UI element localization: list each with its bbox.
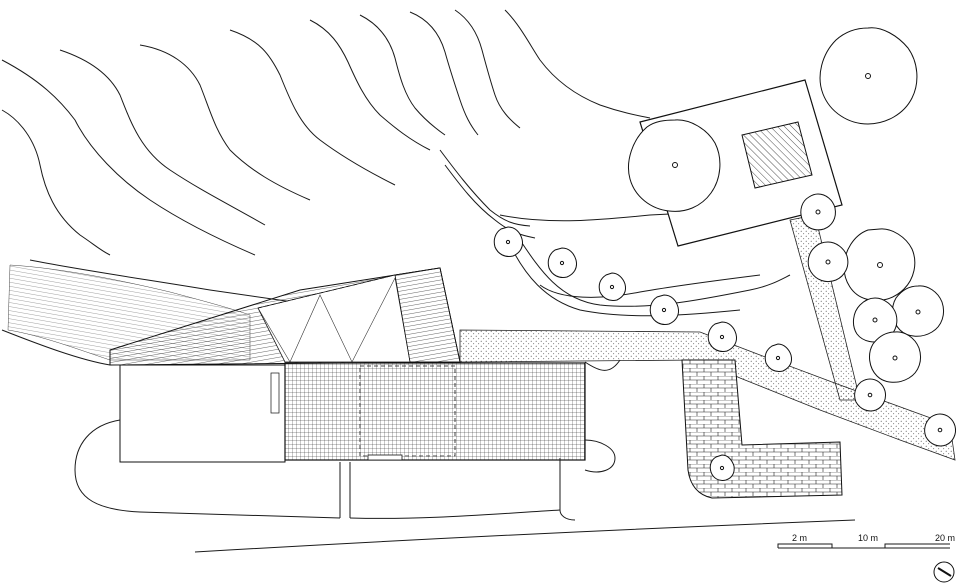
tree-canopy [852,297,898,343]
tree-canopy [807,241,849,283]
scale-label-20m: 20 m [935,533,955,543]
scale-label-2m: 2 m [792,533,807,543]
scale-bar: 2 m 10 m 20 m [777,533,955,549]
tree-canopy [854,378,886,412]
building-roof [109,267,461,366]
tree-canopy [924,413,956,447]
tree-canopy [764,343,792,372]
building-body [119,362,616,473]
tree-canopy [892,285,945,337]
tree-canopy [869,331,922,383]
north-arrow-icon [933,561,955,583]
tree-canopy [649,294,679,325]
tree-canopy [707,321,737,352]
tree-canopy [628,119,721,212]
tree-canopy [547,247,577,278]
driveway [74,419,856,553]
scale-label-10m: 10 m [858,533,878,543]
tree-canopy [709,454,735,481]
tree-canopy [598,272,626,301]
tree-canopy [493,226,523,257]
tree-canopy [819,27,918,125]
trees [493,27,956,481]
tree-canopy [800,193,836,231]
